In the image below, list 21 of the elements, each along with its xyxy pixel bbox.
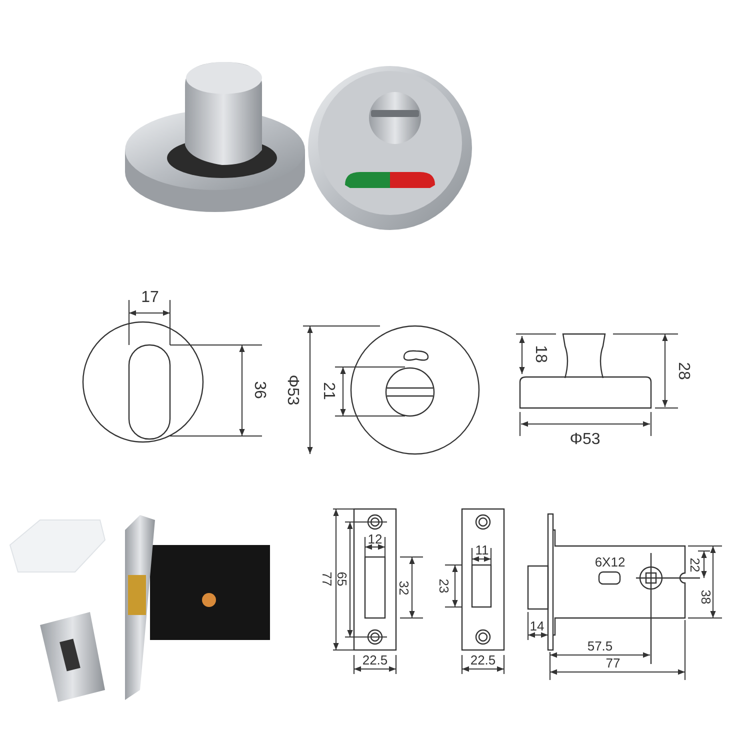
dimension-value: 18 <box>532 345 548 363</box>
dimension-value: Φ53 <box>570 432 600 448</box>
dimension-value: 14 <box>530 620 544 632</box>
dimension-value: 38 <box>700 590 712 604</box>
dimension-value: 77 <box>320 572 334 586</box>
dimension-value: 28 <box>675 362 691 380</box>
dimension-value: 77 <box>606 656 620 670</box>
dimension-value: 23 <box>438 578 450 594</box>
dimension-value: 65 <box>336 572 348 586</box>
dimension-value: 57.5 <box>587 640 613 652</box>
dimension-value: 36 <box>251 381 267 399</box>
dimension-value: 11 <box>475 544 489 556</box>
dimension-value: 32 <box>398 580 410 596</box>
dimension-value: 12 <box>368 532 382 546</box>
dimension-value: 22.5 <box>362 654 388 666</box>
dimension-value: 21 <box>320 382 336 400</box>
dimension-value: 22 <box>688 558 702 572</box>
dimension-value: 6X12 <box>594 556 626 568</box>
dimension-value: Φ53 <box>284 374 300 406</box>
dimension-value: 22.5 <box>470 654 496 666</box>
dimension-value: 17 <box>141 290 159 306</box>
